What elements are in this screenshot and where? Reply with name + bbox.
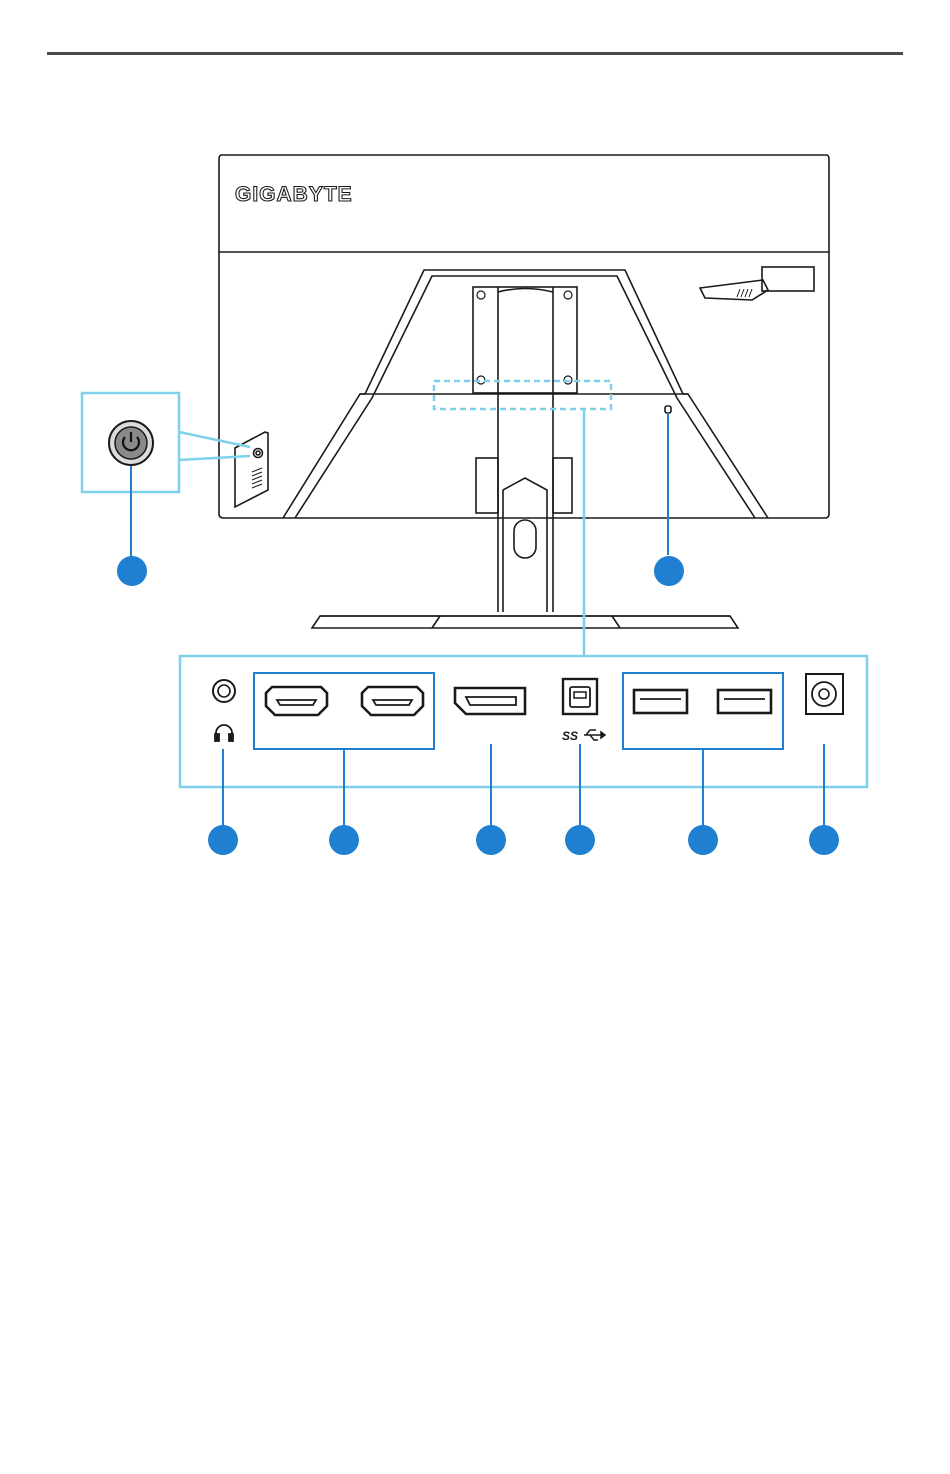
usb-a-port-2 bbox=[718, 690, 771, 713]
callout-power bbox=[117, 556, 147, 586]
usb-down-group-box bbox=[623, 673, 783, 749]
usb-a-port-1 bbox=[634, 690, 687, 713]
vesa-plate bbox=[473, 287, 577, 393]
lock-slot bbox=[665, 406, 671, 413]
displayport-port bbox=[455, 688, 525, 714]
callout-usb-down bbox=[688, 825, 718, 855]
hdmi-port-1 bbox=[266, 687, 327, 715]
headphone-icon bbox=[215, 725, 233, 741]
callout-hdmi bbox=[329, 825, 359, 855]
callout-usb-up bbox=[565, 825, 595, 855]
hdmi-port-2 bbox=[362, 687, 423, 715]
usb-superspeed-icon bbox=[584, 730, 605, 740]
stand-column bbox=[498, 287, 553, 612]
cable-hole bbox=[514, 520, 536, 558]
stand-base bbox=[312, 616, 738, 628]
callout-dp bbox=[476, 825, 506, 855]
monitor-outline bbox=[219, 155, 829, 518]
brand-logo: GIGABYTE bbox=[235, 183, 353, 206]
hdmi-group-box bbox=[254, 673, 434, 749]
power-icon bbox=[109, 421, 153, 465]
callout-headphone bbox=[208, 825, 238, 855]
side-power-module bbox=[235, 432, 268, 507]
usb-superspeed-label: SS bbox=[562, 729, 578, 743]
usb-b-port bbox=[563, 679, 597, 714]
headphone-jack bbox=[213, 680, 235, 702]
io-panel-frame bbox=[180, 656, 867, 787]
rear-badge bbox=[700, 280, 768, 300]
io-dashed-highlight bbox=[434, 381, 611, 409]
callout-dc-in bbox=[809, 825, 839, 855]
callout-lock bbox=[654, 556, 684, 586]
